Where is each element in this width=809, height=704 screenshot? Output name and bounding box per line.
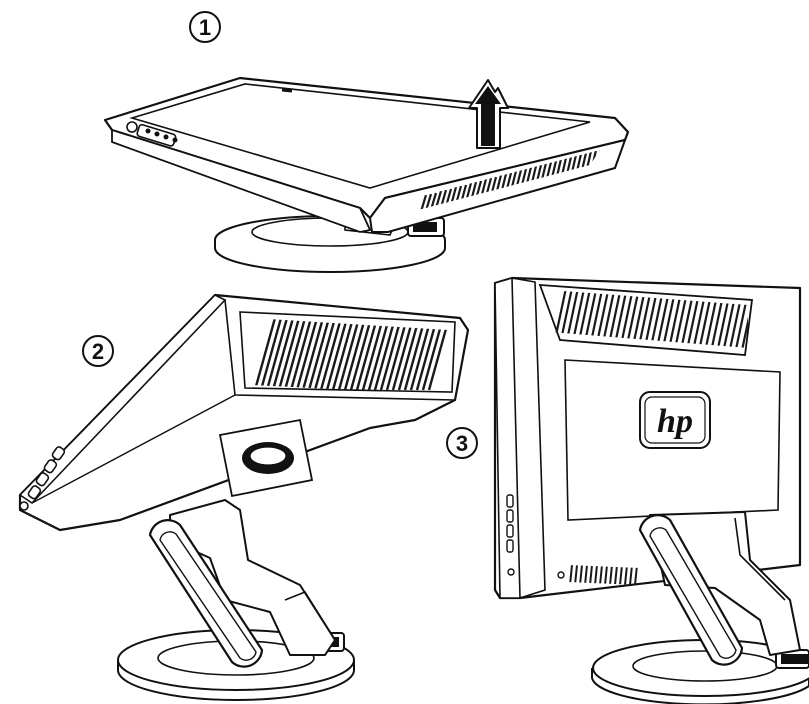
step-2-badge xyxy=(82,335,114,367)
hp-logo: hp xyxy=(639,391,711,449)
step-2-number: 2 xyxy=(92,339,104,364)
step-1-badge xyxy=(189,11,221,43)
step-1-number: 1 xyxy=(199,15,211,40)
step-3-number: 3 xyxy=(456,431,468,456)
step-3-figure: 3 xyxy=(446,276,809,704)
step-3-stand-arm xyxy=(638,511,801,666)
step-3-monitor: hp xyxy=(493,276,802,600)
step-2-figure: 2 xyxy=(18,293,470,701)
lift-arrow-icon xyxy=(468,79,509,149)
step-1-monitor xyxy=(103,76,630,233)
step-1-figure: 1 xyxy=(103,11,630,273)
step-2-monitor xyxy=(18,293,470,532)
step-3-badge xyxy=(446,427,478,459)
hp-logo-text: hp xyxy=(657,403,693,440)
step-2-stand-arm xyxy=(148,499,336,668)
